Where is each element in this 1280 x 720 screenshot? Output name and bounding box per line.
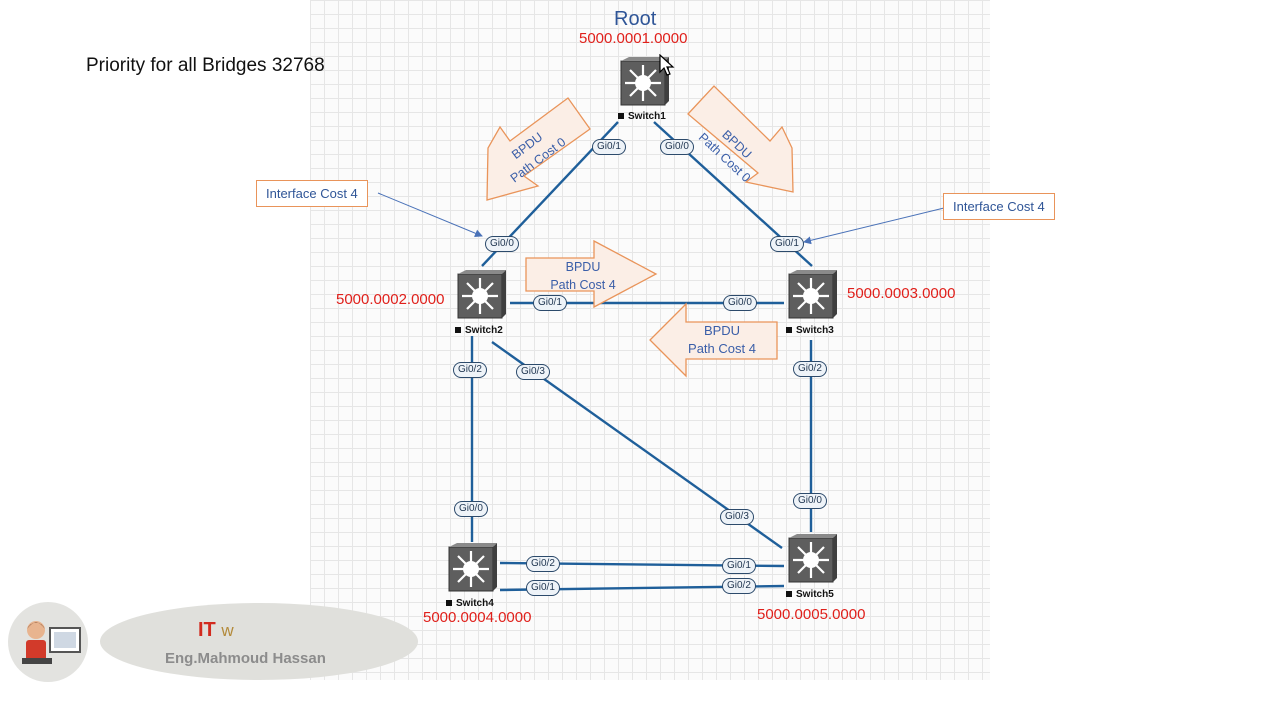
port-sw5-gi03: Gi0/3 bbox=[720, 509, 754, 525]
brand-logo-main: IT bbox=[198, 619, 216, 641]
switch4-label: Switch4 bbox=[446, 598, 494, 609]
avatar bbox=[8, 602, 88, 682]
interface-cost-callout-right: Interface Cost 4 bbox=[943, 193, 1055, 220]
port-sw5-gi01: Gi0/1 bbox=[722, 558, 756, 574]
bpdu-arrow-sw1-sw3 bbox=[687, 85, 794, 193]
switch2-mac: 5000.0002.0000 bbox=[336, 291, 445, 308]
port-sw5-gi00: Gi0/0 bbox=[793, 493, 827, 509]
switch5-mac: 5000.0005.0000 bbox=[757, 606, 866, 623]
switch2-label: Switch2 bbox=[455, 325, 503, 336]
port-sw1-gi01: Gi0/1 bbox=[592, 139, 626, 155]
bpdu-text-line1: BPDU bbox=[565, 260, 601, 274]
switch5-icon bbox=[788, 534, 837, 583]
port-sw4-gi02: Gi0/2 bbox=[526, 556, 560, 572]
switch1-label: Switch1 bbox=[618, 111, 666, 122]
presenter-icon bbox=[22, 621, 81, 664]
switch3-label: Switch3 bbox=[786, 325, 834, 336]
bpdu-text-sw3-sw2: BPDU Path Cost 4 bbox=[680, 322, 764, 358]
port-sw3-gi01: Gi0/1 bbox=[770, 236, 804, 252]
bpdu-arrow-sw3-sw2 bbox=[649, 302, 778, 378]
author-name: Eng.Mahmoud Hassan bbox=[165, 650, 326, 667]
bpdu-text-sw2-sw3: BPDU Path Cost 4 bbox=[540, 258, 626, 294]
switch-icon[interactable] bbox=[785, 534, 837, 586]
switch4-mac: 5000.0004.0000 bbox=[423, 609, 532, 626]
port-sw5-gi02: Gi0/2 bbox=[722, 578, 756, 594]
bpdu-text-line1: BPDU bbox=[703, 323, 741, 338]
interface-cost-callout-left: Interface Cost 4 bbox=[256, 180, 368, 207]
port-sw3-gi00: Gi0/0 bbox=[723, 295, 757, 311]
port-sw4-gi00: Gi0/0 bbox=[454, 501, 488, 517]
callout-pointer-left bbox=[377, 192, 483, 238]
switch1-icon bbox=[620, 57, 669, 106]
port-sw3-gi02: Gi0/2 bbox=[793, 361, 827, 377]
switch-icon[interactable] bbox=[785, 270, 837, 322]
switch-icon[interactable] bbox=[454, 270, 506, 322]
port-sw2-gi00: Gi0/0 bbox=[485, 236, 519, 252]
switch1-mac: 5000.0001.0000 bbox=[579, 30, 688, 47]
bpdu-text-line2: Path Cost 4 bbox=[550, 278, 616, 292]
brand-banner bbox=[100, 603, 418, 680]
bpdu-text-line2: Path Cost 4 bbox=[688, 341, 756, 356]
root-label: Root bbox=[614, 8, 657, 30]
switch2-icon bbox=[457, 270, 506, 319]
bpdu-arrow-sw2-sw3 bbox=[525, 239, 658, 309]
bpdu-arrow-sw1-sw2 bbox=[486, 97, 591, 201]
port-sw2-gi02: Gi0/2 bbox=[453, 362, 487, 378]
page-title: Priority for all Bridges 32768 bbox=[86, 55, 325, 76]
port-sw4-gi01: Gi0/1 bbox=[526, 580, 560, 596]
cursor-icon bbox=[659, 54, 675, 76]
switch-icon[interactable] bbox=[445, 543, 497, 595]
switch3-icon bbox=[788, 270, 837, 319]
switch3-mac: 5000.0003.0000 bbox=[847, 285, 956, 302]
port-sw2-gi01: Gi0/1 bbox=[533, 295, 567, 311]
callout-pointer-right bbox=[803, 207, 945, 245]
switch4-icon bbox=[448, 543, 497, 592]
switch-icon[interactable] bbox=[617, 57, 669, 109]
brand-logo: IT w bbox=[198, 619, 234, 642]
switch5-label: Switch5 bbox=[786, 589, 834, 600]
brand-logo-suffix: w bbox=[221, 621, 234, 640]
port-sw1-gi00: Gi0/0 bbox=[660, 139, 694, 155]
port-sw2-gi03: Gi0/3 bbox=[516, 364, 550, 380]
